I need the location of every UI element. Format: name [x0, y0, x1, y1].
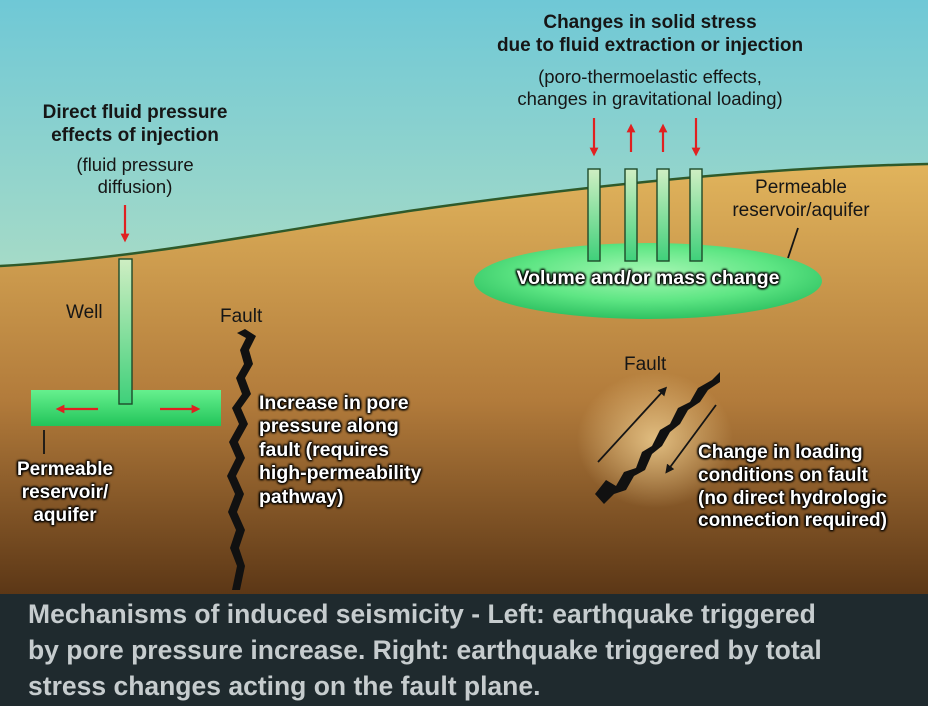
loading-change-text: Change in loading conditions on fault (n…	[698, 442, 887, 533]
right-fault	[595, 372, 720, 504]
right-subheading-line-2: changes in gravitational loading)	[517, 88, 783, 110]
volume-change-label: Volume and/or mass change	[516, 267, 780, 289]
pore-line-4: high-permeability	[259, 462, 422, 485]
right-reservoir-line-2: reservoir/aquifer	[732, 199, 870, 221]
diagram-scene	[0, 0, 928, 594]
well-1	[587, 168, 601, 262]
loading-line-2: conditions on fault	[698, 464, 868, 486]
pore-line-5: pathway)	[259, 485, 344, 508]
caption-band: Mechanisms of induced seismicity - Left:…	[0, 594, 928, 706]
left-fault	[227, 329, 256, 590]
slip-arrow-up	[597, 386, 668, 463]
right-subheading: (poro-thermoelastic effects, changes in …	[440, 66, 860, 110]
caption-line-3: stress changes acting on the fault plane…	[28, 671, 541, 701]
volume-change-reservoir	[474, 243, 822, 319]
well-3	[656, 168, 670, 262]
right-heading-line-2: due to fluid extraction or injection	[496, 34, 804, 56]
injection-well	[118, 258, 133, 405]
loading-line-3: (no direct hydrologic	[698, 487, 887, 509]
left-reservoir-line-1: Permeable	[16, 459, 114, 480]
slip-arrow-down	[665, 404, 717, 474]
left-reservoir-line-3: aquifer	[33, 504, 97, 526]
pore-pressure-text: Increase in pore pressure along fault (r…	[259, 392, 422, 509]
left-heading: Direct fluid pressure effects of injecti…	[40, 102, 230, 148]
right-reservoir-pointer	[787, 227, 799, 259]
caption-line-2: by pore pressure increase. Right: earthq…	[28, 635, 822, 665]
left-reservoir-line-2: reservoir/	[21, 481, 109, 503]
well-4	[689, 168, 703, 262]
pore-line-2: pressure along	[259, 415, 399, 438]
left-subheading-line-2: diffusion)	[97, 176, 173, 198]
pore-line-1: Increase in pore	[259, 392, 409, 414]
left-heading-line-1: Direct fluid pressure	[42, 102, 228, 123]
right-fault-label: Fault	[624, 354, 667, 375]
left-subheading-line-1: (fluid pressure	[76, 154, 194, 175]
left-heading-line-2: effects of injection	[51, 124, 219, 146]
right-heading-line-1: Changes in solid stress	[543, 12, 757, 33]
well-2	[624, 168, 638, 262]
loading-line-1: Change in loading	[698, 442, 863, 463]
right-subheading-line-1: (poro-thermoelastic effects,	[538, 66, 762, 87]
left-subheading: (fluid pressure diffusion)	[40, 154, 230, 198]
left-fault-label: Fault	[220, 306, 263, 327]
caption-line-1: Mechanisms of induced seismicity - Left:…	[28, 599, 816, 629]
loading-line-4: connection required)	[698, 510, 887, 532]
right-heading: Changes in solid stress due to fluid ext…	[440, 12, 860, 58]
left-reservoir-label: Permeable reservoir/ aquifer	[0, 459, 130, 527]
right-reservoir-label: Permeable reservoir/aquifer	[706, 177, 896, 223]
pore-line-3: fault (requires	[259, 438, 390, 461]
right-reservoir-line-1: Permeable	[755, 177, 847, 198]
well-label: Well	[66, 302, 103, 323]
ground-surface-line	[0, 162, 928, 268]
